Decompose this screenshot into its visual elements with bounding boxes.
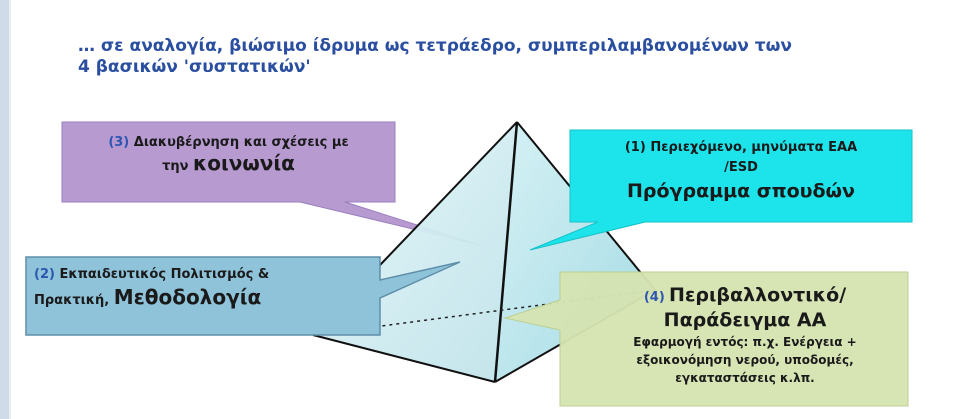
- callout-2-text: (2) Εκπαιδευτικός Πολιτισμός & Πρακτική,…: [34, 264, 374, 312]
- callout-1-line-1: (1) Περιεχόμενο, μηνύματα ΕΑΑ: [570, 138, 912, 158]
- callout-1-text: (1) Περιεχόμενο, μηνύματα ΕΑΑ /ESD Πρόγρ…: [570, 138, 912, 204]
- callout-2-shape: [25, 256, 461, 336]
- callout-2-prefix: Πρακτική,: [34, 293, 110, 308]
- callout-1-label: Περιεχόμενο, μηνύματα ΕΑΑ: [650, 140, 858, 155]
- callout-3-line-1: (3) Διακυβέρνηση και σχέσεις με: [62, 133, 395, 153]
- callout-3-number: (3): [108, 135, 130, 150]
- callout-1-number: (1): [624, 140, 646, 155]
- callout-3-big: κοινωνία: [193, 151, 295, 175]
- callout-3-shape: [61, 121, 481, 246]
- callout-2-big: Μεθοδολογία: [113, 285, 262, 309]
- pyramid-edge: [493, 121, 519, 383]
- callout-2-number: (2): [34, 267, 55, 282]
- callout-4-line-5: εγκαταστάσεις κ.λπ.: [675, 371, 815, 385]
- callout-4-big-1: Περιβαλλοντικό/: [668, 284, 847, 306]
- slide-left-border-line: [9, 0, 11, 419]
- callout-4-big-2: Παράδειγμα ΑΑ: [663, 309, 827, 331]
- callout-3-prefix: την: [162, 159, 189, 174]
- pyramid-edge: [312, 334, 496, 383]
- callout-2-label: Εκπαιδευτικός Πολιτισμός &: [59, 267, 270, 282]
- callout-4-shape: [503, 271, 909, 407]
- slide-left-border: [0, 0, 9, 419]
- callout-4-text: (4) Περιβαλλοντικό/ Παράδειγμα ΑΑ Εφαρμο…: [586, 286, 904, 387]
- title-line-2: 4 βασικών 'συστατικών': [78, 57, 311, 77]
- callout-4-number: (4): [643, 290, 665, 305]
- callout-4-line-1: (4) Περιβαλλοντικό/: [586, 286, 904, 307]
- slide-title: … σε αναλογία, βιώσιμο ίδρυμα ως τετράεδ…: [78, 36, 918, 78]
- callout-1-line-2: /ESD: [724, 160, 758, 175]
- callout-1-big: Πρόγραμμα σπουδών: [627, 180, 855, 202]
- callout-4-line-3: Εφαρμογή εντός: π.χ. Ενέργεια +: [633, 335, 857, 349]
- callout-3-label: Διακυβέρνηση και σχέσεις με: [133, 135, 349, 150]
- callout-3-line-2: την κοινωνία: [62, 153, 395, 177]
- callout-2-line-2: Πρακτική, Μεθοδολογία: [34, 286, 374, 312]
- callout-1-shape: [529, 129, 913, 251]
- callout-4-line-4: εξοικονόμηση νερού, υποδομές,: [636, 353, 854, 367]
- callout-2-line-1: (2) Εκπαιδευτικός Πολιτισμός &: [34, 264, 374, 286]
- title-line-1: … σε αναλογία, βιώσιμο ίδρυμα ως τετράεδ…: [78, 36, 792, 56]
- callout-3-text: (3) Διακυβέρνηση και σχέσεις με την κοιν…: [62, 133, 395, 177]
